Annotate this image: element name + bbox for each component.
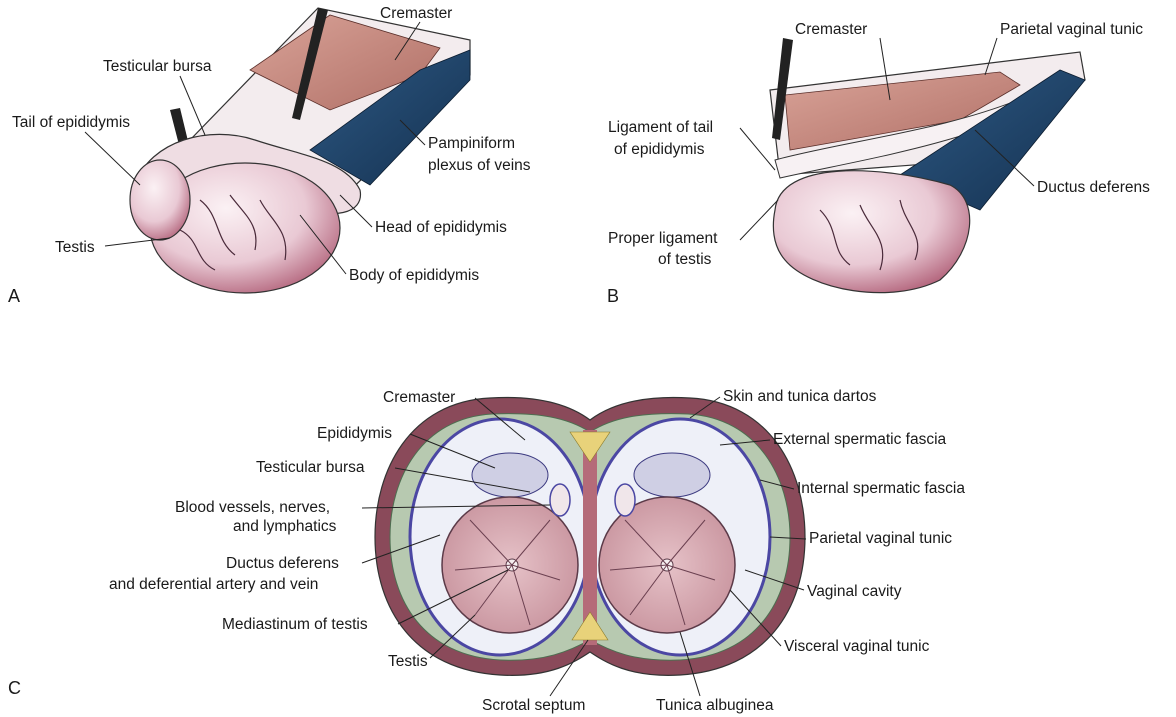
label-c-epididymis: Epididymis — [317, 425, 392, 442]
label-b-parietal-vaginal-tunic: Parietal vaginal tunic — [1000, 21, 1143, 38]
label-c-vaginal-cavity: Vaginal cavity — [807, 583, 902, 600]
panel-a — [130, 8, 470, 293]
label-a-pampiniform-2: plexus of veins — [428, 157, 531, 174]
label-c-tunica-albuginea: Tunica albuginea — [656, 697, 774, 714]
leader-a-tail — [85, 132, 140, 185]
panel-c — [375, 397, 805, 675]
label-a-cremaster: Cremaster — [380, 5, 452, 22]
panel-letter-a: A — [8, 286, 20, 306]
label-c-testis: Testis — [388, 653, 428, 670]
label-c-blood-vessels-2: and lymphatics — [233, 518, 337, 535]
label-c-internal-spermatic: Internal spermatic fascia — [797, 480, 965, 497]
testis-b — [773, 171, 969, 293]
label-c-external-spermatic: External spermatic fascia — [773, 431, 947, 448]
label-c-cremaster: Cremaster — [383, 389, 455, 406]
label-c-mediastinum: Mediastinum of testis — [222, 616, 368, 633]
label-a-body-of-epididymis: Body of epididymis — [349, 267, 479, 284]
label-a-testicular-bursa: Testicular bursa — [103, 58, 212, 75]
label-c-ductus-deferens-1: Ductus deferens — [226, 555, 339, 572]
label-c-ductus-deferens-2: and deferential artery and vein — [109, 576, 318, 593]
label-c-blood-vessels-1: Blood vessels, nerves, — [175, 499, 330, 516]
label-c-parietal-vaginal: Parietal vaginal tunic — [809, 530, 952, 547]
label-b-ductus-deferens: Ductus deferens — [1037, 179, 1150, 196]
leader-b-proper — [740, 200, 778, 240]
panel-letter-b: B — [607, 286, 619, 306]
left-epididymis — [472, 453, 548, 497]
label-b-proper-ligament-1: Proper ligament — [608, 230, 718, 247]
label-b-cremaster: Cremaster — [795, 21, 867, 38]
label-a-testis: Testis — [55, 239, 95, 256]
label-a-tail-of-epididymis: Tail of epididymis — [12, 114, 130, 131]
label-c-skin-dartos: Skin and tunica dartos — [723, 388, 877, 405]
right-epididymis — [634, 453, 710, 497]
tail-epididymis-a — [130, 160, 190, 240]
label-c-testicular-bursa: Testicular bursa — [256, 459, 365, 476]
right-vessels — [615, 484, 635, 516]
panel-letter-c: C — [8, 678, 21, 698]
label-c-scrotal-septum: Scrotal septum — [482, 697, 585, 714]
left-vessels — [550, 484, 570, 516]
label-b-proper-ligament-2: of testis — [658, 251, 712, 268]
leader-b-ligament-tail — [740, 128, 775, 170]
label-c-visceral-vaginal: Visceral vaginal tunic — [784, 638, 930, 655]
label-a-head-of-epididymis: Head of epididymis — [375, 219, 507, 236]
label-a-pampiniform-1: Pampiniform — [428, 135, 515, 152]
panel-b — [770, 38, 1085, 293]
label-b-ligament-tail-2: of epididymis — [614, 141, 705, 158]
label-b-ligament-tail-1: Ligament of tail — [608, 119, 713, 136]
